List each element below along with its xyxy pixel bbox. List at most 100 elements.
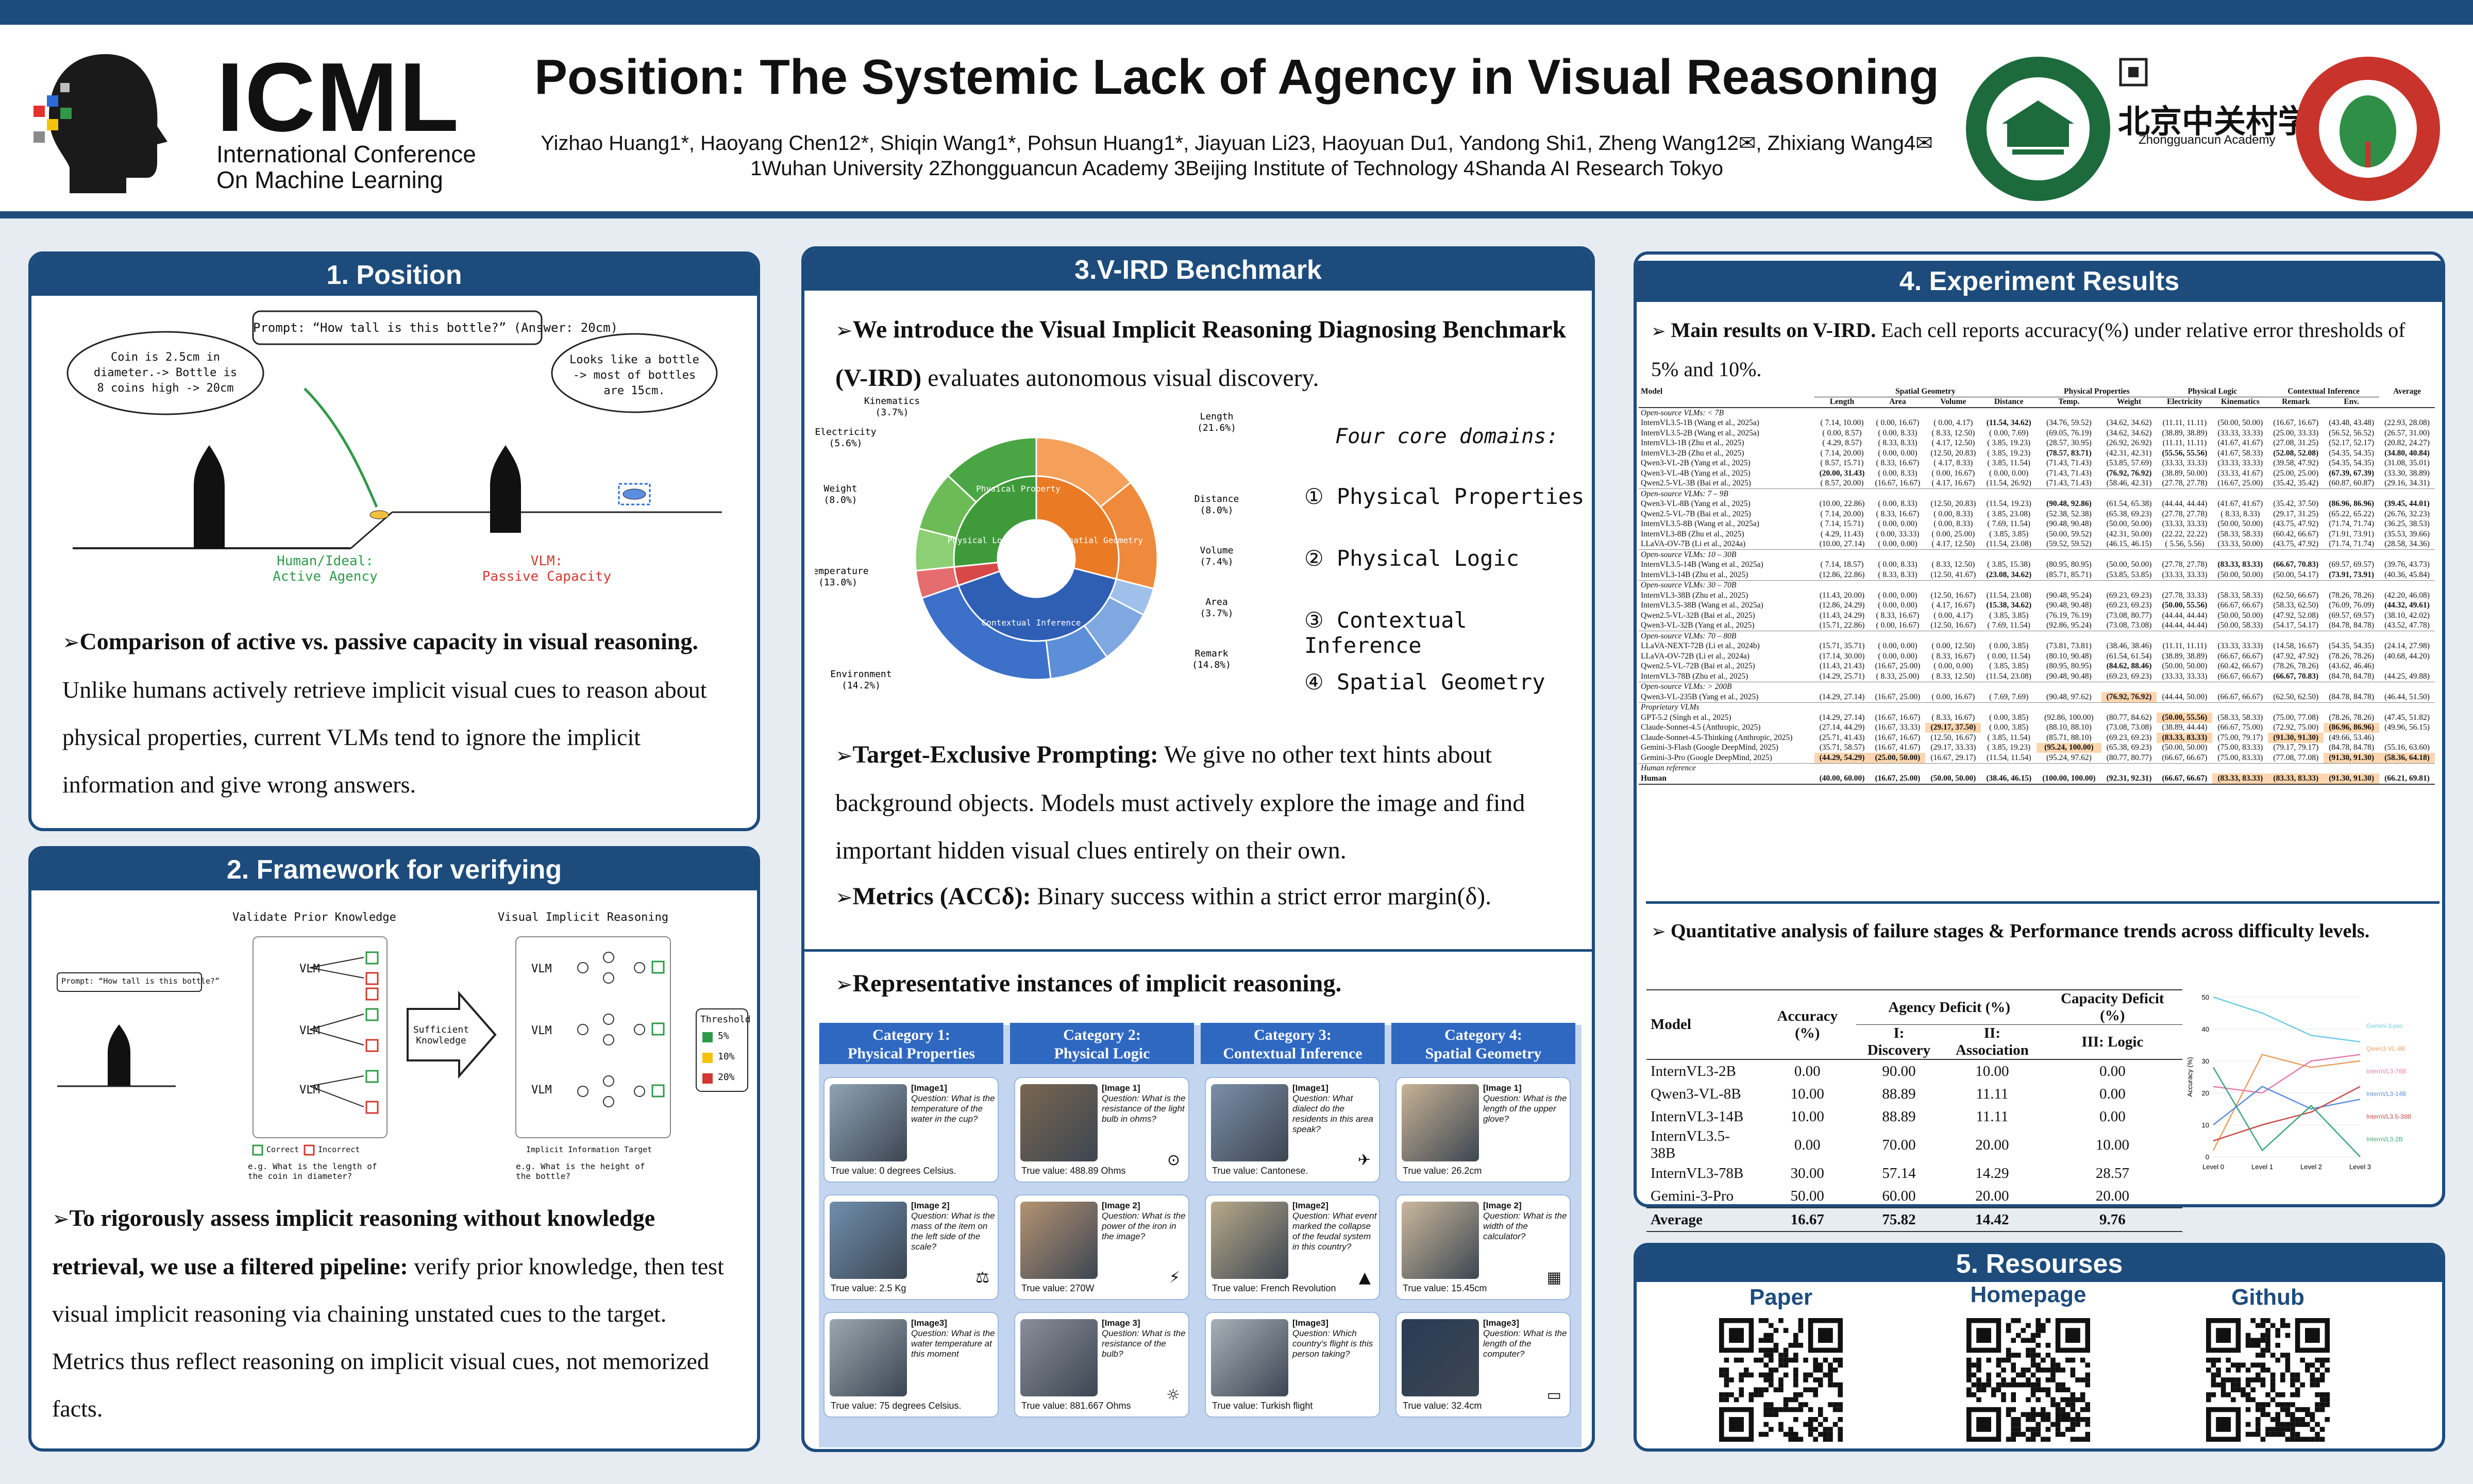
donut-outer-label: Temperature — [815, 566, 869, 577]
qr-module — [2319, 1357, 2325, 1363]
qr-module — [1966, 1392, 1972, 1397]
fail-average-cell: 14.42 — [1975, 1211, 2009, 1228]
qr-module — [1823, 1431, 1828, 1437]
qr-module — [1793, 1377, 1798, 1382]
fail-cell: 10.00 — [2095, 1136, 2129, 1153]
instance-true-value: True value: 26.2cm — [1403, 1166, 1482, 1176]
table-cell: (44.32, 49.61) — [2384, 601, 2430, 610]
table-cell: (26.57, 31.00) — [2384, 428, 2430, 437]
experiment-divider — [1646, 901, 2440, 904]
category-header-3: Category 3:Contextual Inference — [1201, 1023, 1385, 1064]
table-cell: ( 7.14, 20.00) — [1820, 509, 1864, 518]
table-cell: (76.19, 76.19) — [2046, 611, 2092, 620]
qr-module — [2290, 1427, 2295, 1432]
qr-module — [2011, 1318, 2016, 1323]
table-group-row: Proprietary VLMs — [1639, 702, 2435, 713]
qr-module — [2026, 1412, 2031, 1417]
table-group-row: Open-source VLMs: < 7B — [1639, 408, 2435, 418]
instance-true-value: True value: Cantonese. — [1212, 1166, 1308, 1176]
table-cell: (38.89, 44.44) — [2162, 723, 2208, 732]
qr-module — [1828, 1372, 1833, 1378]
qr-module — [1813, 1362, 1818, 1368]
qr-module — [1793, 1338, 1798, 1343]
donut-outer-pct: (13.0%) — [818, 577, 857, 588]
qr-module — [1838, 1362, 1843, 1368]
model-name: InternVL3.5-1B (Wang et al., 2025a) — [1641, 418, 1759, 428]
fail-cell: 0.00 — [2099, 1108, 2126, 1125]
qr-module — [2245, 1422, 2251, 1427]
model-name: Human — [1641, 773, 1667, 783]
table-cell: (11.54, 11.54) — [1986, 753, 2031, 762]
instance-image — [1020, 1084, 1098, 1161]
qr-module — [2055, 1368, 2061, 1373]
table-cell: (86.96, 86.96) — [2324, 722, 2380, 733]
table-cell: (35.42, 37.50) — [2273, 499, 2319, 509]
fail-average-cell: 9.76 — [2099, 1211, 2126, 1228]
model-name: Qwen2.5-VL-72B (Bai et al., 2025) — [1641, 662, 1755, 671]
framework-text-bold: To rigorously assess implicit reasoning … — [52, 1205, 655, 1279]
qr-module — [1724, 1368, 1729, 1373]
table-row: Qwen2.5-VL-72B (Bai et al., 2025)(11.43,… — [1639, 662, 2435, 672]
qr-module — [2300, 1437, 2305, 1442]
table-cell: (50.00, 50.00) — [2162, 662, 2208, 671]
qr-module — [1758, 1347, 1764, 1353]
qr-module — [2041, 1387, 2046, 1392]
table-row: InternVL3.5-2B (Wang et al., 2025a)( 0.0… — [1639, 428, 2435, 439]
group-label: Open-source VLMs: 7 – 9B — [1641, 489, 1728, 498]
table-cell: (58.33, 58.33) — [2217, 591, 2263, 600]
table-cell: (35.42, 35.42) — [2273, 479, 2319, 488]
table-row: InternVL3.5-14B (Wang et al., 2025a)( 7.… — [1639, 560, 2435, 570]
table-cell: (54.35, 54.35) — [2329, 459, 2375, 468]
qr-module — [1748, 1397, 1754, 1403]
instance-question: [Image1]Question: What is the temperatur… — [911, 1083, 996, 1124]
qr-module — [1763, 1422, 1769, 1427]
qr-module — [2055, 1387, 2061, 1392]
qr-module — [2300, 1382, 2305, 1388]
qr-module — [1986, 1357, 1991, 1363]
instance-card: [Image 1]Question: What is the length of… — [1395, 1077, 1571, 1183]
qr-module — [2070, 1357, 2076, 1363]
qr-module — [1976, 1362, 1981, 1368]
col-10: Env. — [2344, 397, 2359, 407]
table-cell: (61.54, 61.54) — [2106, 651, 2152, 661]
qr-module — [1748, 1392, 1754, 1397]
qr-module — [2260, 1368, 2266, 1373]
table-cell: ( 7.69, 11.54) — [1987, 621, 2030, 630]
table-cell: (29.16, 34.31) — [2384, 479, 2430, 488]
qr-module — [2295, 1407, 2300, 1412]
vlm-node-5: VLM — [531, 1024, 552, 1037]
paper-qr-code-icon[interactable] — [1719, 1318, 1843, 1442]
instance-question-text: Question: What dialect do the residents … — [1292, 1093, 1373, 1134]
fail-cell: 0.00 — [1794, 1136, 1821, 1153]
conference-subtitle-2: On Machine Learning — [216, 166, 443, 193]
table-cell: ( 5.56, 5.56) — [2165, 539, 2205, 549]
table-cell: (78.26, 78.26) — [2329, 713, 2375, 722]
table-cell: ( 0.00, 16.67) — [1931, 468, 1975, 478]
col-2: Area — [1889, 397, 1906, 407]
qr-module — [2026, 1437, 2031, 1442]
table-cell: (50.00, 59.52) — [2046, 529, 2092, 538]
homepage-qr-code-icon[interactable] — [1966, 1318, 2090, 1442]
instance-question: [Image 1]Question: What is the length of… — [1483, 1083, 1568, 1124]
qr-module — [1783, 1407, 1789, 1412]
qr-module — [2006, 1357, 2011, 1363]
qr-module — [2285, 1357, 2291, 1363]
qr-module — [2080, 1377, 2085, 1382]
table-cell: ( 3.85, 11.54) — [1987, 459, 2030, 468]
instance-category-icon: ⚡ — [1169, 1269, 1180, 1287]
table-cell: ( 3.85, 19.23) — [1987, 743, 2031, 752]
human-label: Human/Ideal: Active Agency — [243, 553, 408, 584]
bullet-arrow-icon: ➢ — [52, 1207, 70, 1231]
qr-module — [1823, 1417, 1828, 1422]
github-qr-code-icon[interactable] — [2206, 1318, 2330, 1442]
qr-module — [1788, 1427, 1793, 1432]
vlm-thought-bubble: Looks like a bottle -> most of bottles a… — [569, 353, 699, 397]
qr-module — [1763, 1407, 1769, 1412]
qr-module — [1966, 1362, 1972, 1368]
table-cell: ( 0.00, 16.67) — [1931, 692, 1975, 701]
qr-module — [2021, 1328, 2026, 1333]
qr-module — [1808, 1431, 1813, 1437]
table-cell: (60.87, 60.87) — [2329, 479, 2375, 488]
